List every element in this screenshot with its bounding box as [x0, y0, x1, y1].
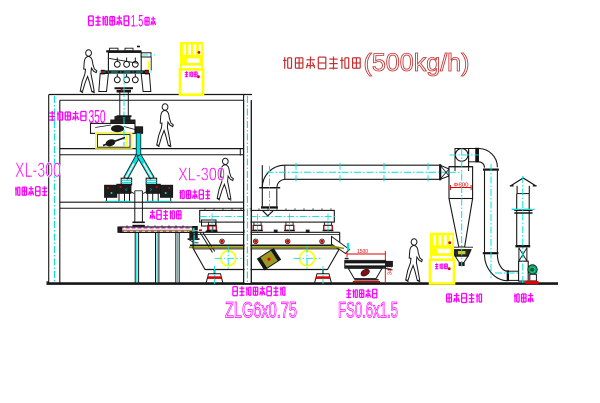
svg-text:350: 350: [89, 107, 106, 127]
svg-text:1.5: 1.5: [131, 12, 144, 31]
svg-text:XL-300: XL-300: [15, 158, 61, 182]
svg-text:FS0.6x1.5: FS0.6x1.5: [338, 297, 398, 322]
svg-text:1500: 1500: [357, 249, 368, 255]
svg-text:Φ600: Φ600: [454, 183, 469, 189]
svg-text:ZLG6x0.75: ZLG6x0.75: [225, 297, 297, 322]
svg-text:340: 340: [388, 266, 394, 275]
svg-text:XL-300: XL-300: [178, 164, 225, 185]
svg-text:(500kg/h): (500kg/h): [364, 49, 470, 77]
